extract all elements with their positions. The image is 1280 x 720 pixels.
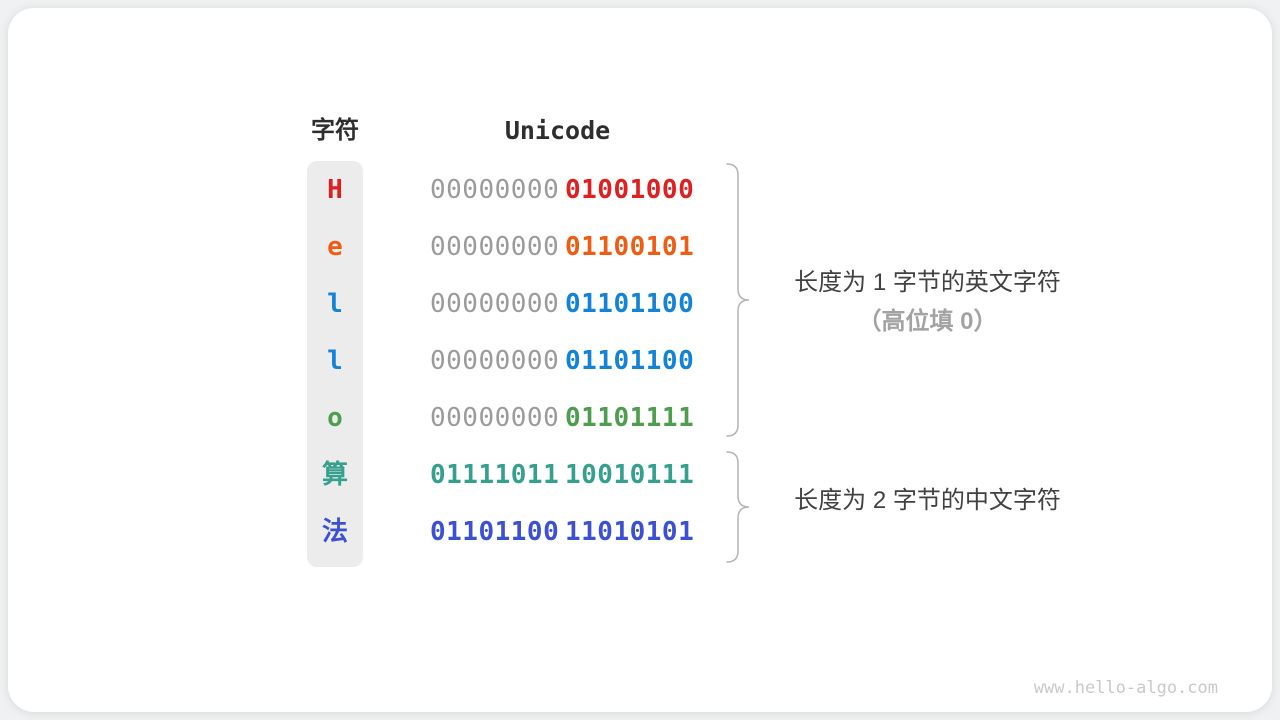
annotation-chinese-line1: 长度为 2 字节的中文字符 [794,487,1061,514]
diagram-card [8,8,1272,712]
brace-english-group [726,163,750,437]
byte-low: 01001000 [565,175,695,205]
character-cell: 法 [321,517,348,547]
annotation-english-line2: （高位填 0） [857,308,998,335]
byte-low: 01101111 [565,403,695,433]
byte-high: 00000000 [430,403,560,433]
annotation-chinese: 长度为 2 字节的中文字符 [770,481,1085,520]
byte-high: 01101100 [430,517,560,547]
character-column-background [307,161,363,567]
byte-low: 01101100 [565,289,695,319]
byte-high: 00000000 [430,175,560,205]
column-header-unicode: Unicode [504,116,611,145]
byte-low: 01100101 [565,232,695,262]
annotation-english-line1: 长度为 1 字节的英文字符 [794,269,1061,296]
brace-chinese-group [726,451,750,563]
byte-low: 10010111 [565,460,695,490]
byte-high: 00000000 [430,346,560,376]
character-cell: l [327,289,343,319]
character-cell: l [327,346,343,376]
character-cell: 算 [321,460,348,490]
byte-high: 00000000 [430,232,560,262]
annotation-english: 长度为 1 字节的英文字符 （高位填 0） [770,263,1085,341]
byte-low: 01101100 [565,346,695,376]
character-cell: o [327,403,343,433]
character-cell: H [327,175,343,205]
byte-high: 01111011 [430,460,560,490]
character-cell: e [327,232,343,262]
byte-high: 00000000 [430,289,560,319]
byte-low: 11010101 [565,517,695,547]
watermark: www.hello-algo.com [1033,678,1218,698]
column-header-character: 字符 [311,117,359,144]
